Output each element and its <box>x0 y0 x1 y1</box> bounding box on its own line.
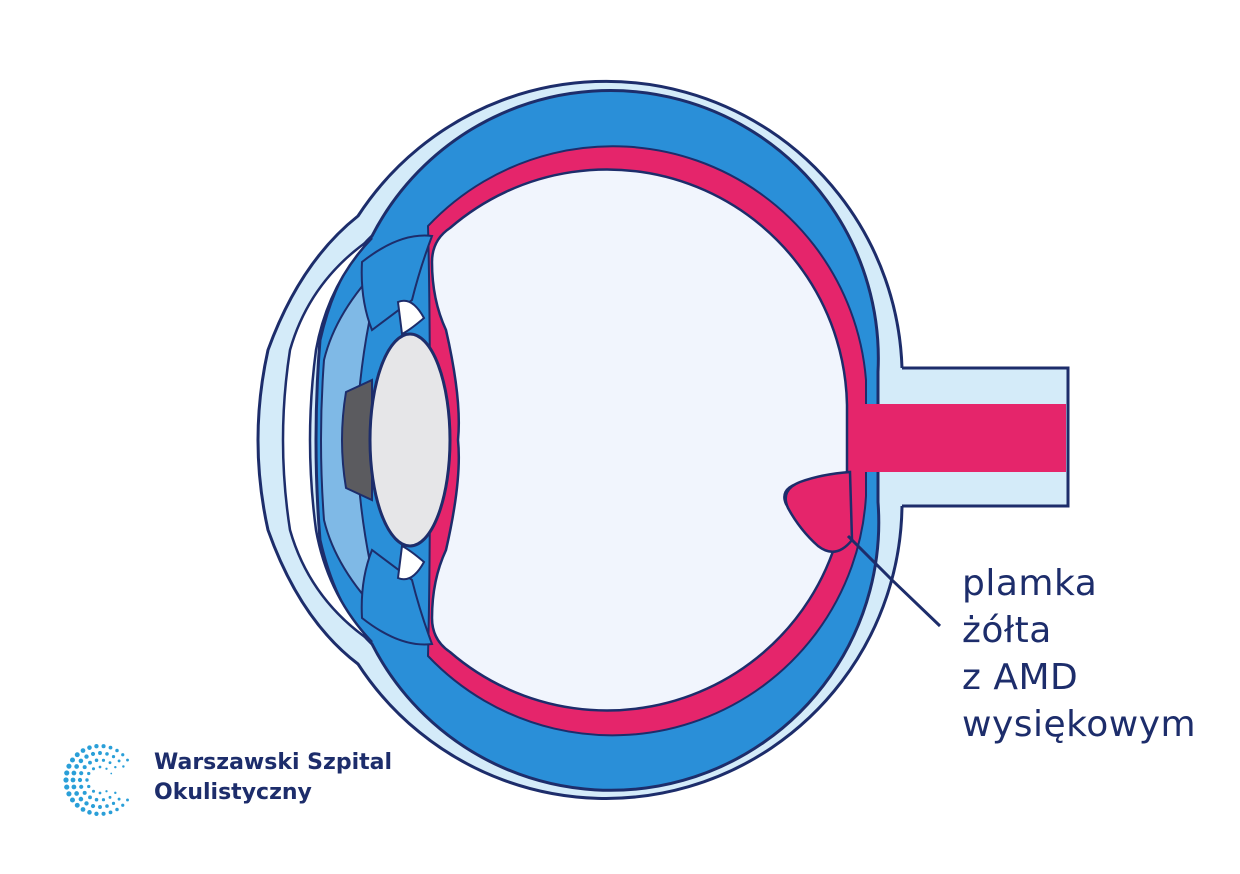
logo-dot <box>105 790 108 793</box>
logo-dot <box>87 810 92 815</box>
vitreous-body <box>430 168 849 712</box>
zonule-lower <box>396 544 426 581</box>
logo-dot <box>84 754 89 759</box>
logo-dot <box>94 811 99 816</box>
macula-amd-label: plamka żółta z AMD wysiękowym <box>962 560 1196 748</box>
logo-dot <box>108 795 112 799</box>
iris <box>341 378 373 502</box>
logo-dot <box>69 757 76 763</box>
logo-dot <box>121 803 125 807</box>
logo-dot <box>64 770 70 776</box>
logo-dot <box>90 751 96 756</box>
callout-line-2: żółta <box>962 610 1052 651</box>
lens <box>368 332 452 548</box>
macula-amd-lesion <box>784 470 854 553</box>
logo-dot <box>71 770 77 776</box>
logo-dot <box>85 778 89 782</box>
logo-dot <box>88 795 92 800</box>
cornea <box>281 236 373 644</box>
logo-dot <box>88 760 92 765</box>
logo-dot <box>126 758 129 762</box>
logo-dot <box>117 797 121 801</box>
ciliary-body-lower <box>360 548 434 646</box>
callout-line-1: plamka <box>962 563 1098 604</box>
logo-dot <box>115 748 119 753</box>
logo-dot <box>74 752 80 758</box>
logo-dot <box>98 751 102 755</box>
logo-dot <box>82 790 87 795</box>
callout-line-4: wysiękowym <box>962 704 1197 745</box>
logo-dot <box>70 777 76 783</box>
logo-dot <box>66 763 72 769</box>
callout-line-3: z AMD <box>962 657 1079 698</box>
logo-dot <box>78 758 84 764</box>
ciliary-body-upper <box>360 234 434 332</box>
logo-dot <box>111 801 116 805</box>
logo-dot <box>94 797 99 802</box>
logo-dot <box>87 771 91 776</box>
logo-dot <box>84 801 89 806</box>
logo-dot <box>98 791 102 795</box>
logo-dot <box>105 752 109 756</box>
logo-dot <box>114 765 117 769</box>
logo-dot <box>110 772 113 775</box>
logo-dot <box>90 804 96 809</box>
hospital-name: Warszawski Szpital Okulistyczny <box>154 748 392 808</box>
logo-dot <box>108 810 113 815</box>
logo-dot <box>101 744 106 749</box>
logo-dot <box>64 784 70 790</box>
hospital-name-line-2: Okulistyczny <box>154 780 312 805</box>
logo-dot <box>66 791 72 797</box>
logo-dot <box>94 758 99 763</box>
logo-dot <box>87 784 91 789</box>
logo-dot <box>79 784 84 789</box>
logo-dot <box>80 807 86 812</box>
logo-dot <box>98 805 102 809</box>
logo-dot <box>87 745 92 750</box>
logo-dot <box>71 784 77 790</box>
logo-dot <box>126 798 129 802</box>
logo-dot <box>117 759 121 763</box>
logo-dot <box>105 767 108 770</box>
logo-dot <box>91 789 96 793</box>
logo-dot <box>101 798 106 802</box>
logo-dot <box>108 745 113 750</box>
logo-dot <box>78 796 84 802</box>
logo-dot <box>82 765 87 770</box>
dotted-circle-logo-icon <box>63 744 129 816</box>
zonule-upper <box>396 299 426 336</box>
logo-dot <box>108 761 112 765</box>
callout-leader-line <box>846 534 942 628</box>
logo-dot <box>122 765 125 768</box>
logo-dot <box>63 777 69 783</box>
logo-dot <box>114 791 117 795</box>
hospital-brand: Warszawski Szpital Okulistyczny <box>62 742 422 822</box>
logo-dot <box>111 755 116 759</box>
logo-dot <box>121 753 125 757</box>
logo-dot <box>98 765 102 769</box>
hospital-name-line-1: Warszawski Szpital <box>154 750 393 775</box>
logo-dot <box>74 764 79 769</box>
logo-dot <box>79 771 84 776</box>
logo-dot <box>77 777 83 783</box>
logo-dot <box>69 797 76 803</box>
optic-nerve <box>845 404 1066 472</box>
logo-dot <box>101 758 106 762</box>
logo-dot <box>105 804 109 808</box>
logo-dot <box>74 802 80 808</box>
logo-dot <box>101 811 106 816</box>
logo-dot <box>94 744 99 749</box>
logo-dot <box>115 807 119 812</box>
logo-dot <box>91 767 96 771</box>
logo-dot <box>74 791 79 796</box>
logo-dot <box>80 748 86 753</box>
